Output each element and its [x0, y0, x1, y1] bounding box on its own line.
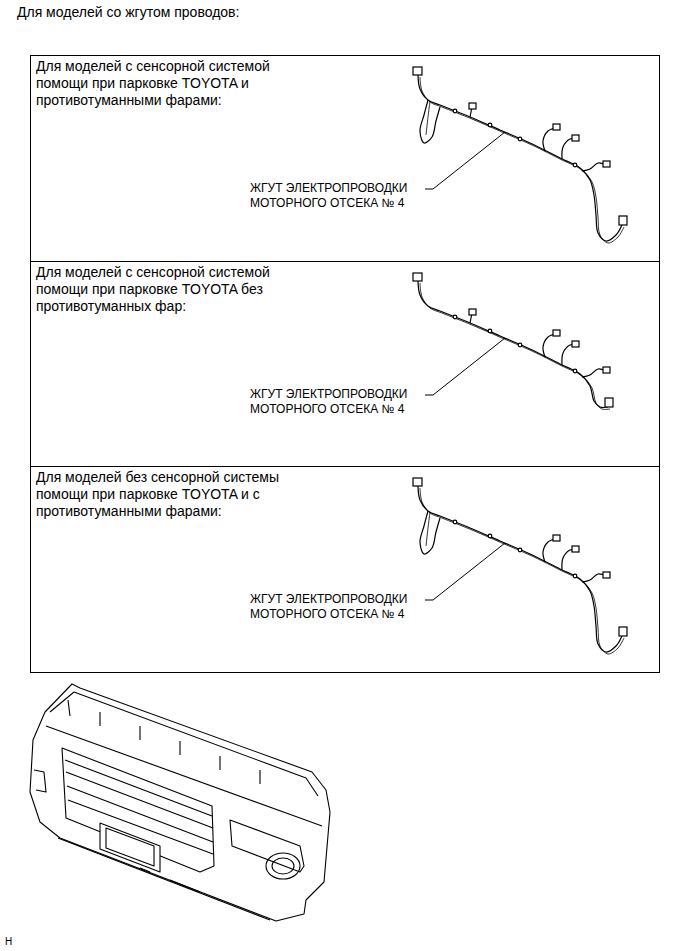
variant-panel: Для моделей с сенсорной системой помощи …	[30, 261, 660, 467]
wire-harness-drawing	[413, 67, 627, 243]
part-name: ЖГУТ ЭЛЕКТРОПРОВОДКИ МОТОРНОГО ОТСЕКА № …	[250, 387, 422, 417]
page-title: Для моделей со жгутом проводов:	[17, 4, 239, 21]
leader-line	[425, 132, 505, 189]
figure-code: H	[5, 936, 12, 948]
leader-line	[425, 338, 505, 395]
wire-harness-drawing	[413, 478, 627, 654]
variant-panel: Для моделей без сенсорной системы помощи…	[30, 466, 660, 673]
panel-heading: Для моделей с сенсорной системой помощи …	[36, 58, 316, 109]
part-name: ЖГУТ ЭЛЕКТРОПРОВОДКИ МОТОРНОГО ОТСЕКА № …	[250, 592, 422, 622]
part-name: ЖГУТ ЭЛЕКТРОПРОВОДКИ МОТОРНОГО ОТСЕКА № …	[250, 181, 422, 211]
leader-line	[425, 543, 505, 600]
variant-panel: Для моделей с сенсорной системой помощи …	[30, 55, 660, 262]
panel-heading: Для моделей без сенсорной системы помощи…	[36, 469, 316, 520]
wire-harness-drawing	[413, 273, 613, 409]
panel-heading: Для моделей с сенсорной системой помощи …	[36, 264, 316, 315]
front-bumper-illustration	[30, 684, 330, 921]
